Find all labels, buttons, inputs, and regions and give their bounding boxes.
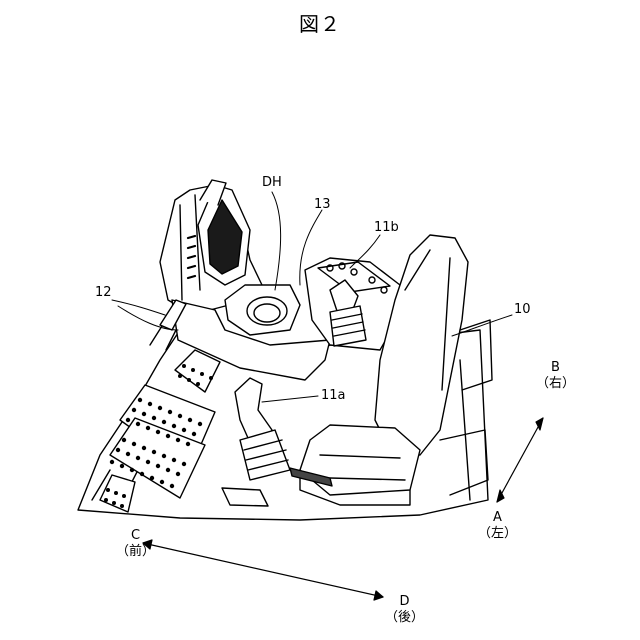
direction-d: D （後） <box>385 594 424 626</box>
direction-c-word: （前） <box>116 544 155 560</box>
leader-dh <box>272 192 281 290</box>
direction-d-word: （後） <box>385 610 424 626</box>
cup-holder <box>225 285 300 335</box>
direction-c: C （前） <box>116 528 155 560</box>
arrow-a-b <box>497 418 543 502</box>
direction-a: A （左） <box>478 510 517 542</box>
label-11a: 11a <box>321 389 346 403</box>
arrow-c-d <box>143 543 383 597</box>
direction-b: B （右） <box>536 360 575 392</box>
direction-d-letter: D <box>385 594 424 610</box>
direction-b-word: （右） <box>536 376 575 392</box>
arrowhead-d <box>374 591 383 600</box>
direction-b-letter: B <box>536 360 575 376</box>
label-12: 12 <box>95 286 112 300</box>
label-10: 10 <box>514 303 531 317</box>
direction-a-letter: A <box>478 510 517 526</box>
label-13: 13 <box>314 198 331 212</box>
label-dh: DH <box>262 176 282 190</box>
direction-c-letter: C <box>116 528 155 544</box>
label-11b: 11b <box>374 221 399 235</box>
front-handle <box>222 488 268 506</box>
monitor <box>198 180 250 285</box>
direction-a-word: （左） <box>478 526 517 542</box>
